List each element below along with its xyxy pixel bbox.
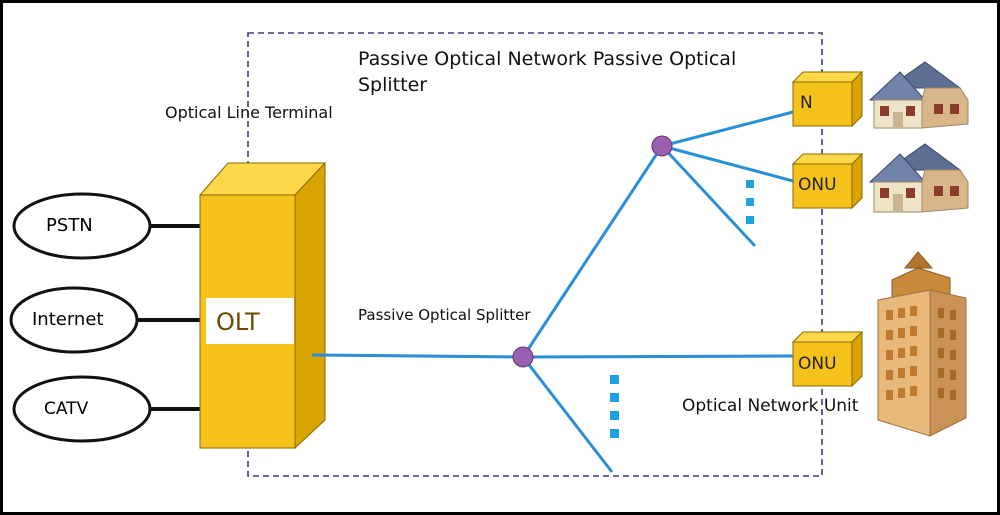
olt-label: OLT (216, 308, 260, 336)
catv-oval (12, 375, 152, 443)
onu-box-3 (791, 330, 864, 388)
service-internet-label: Internet (32, 309, 104, 330)
diagram-title: Passive Optical Network Passive Optical … (358, 48, 737, 96)
onu-box-2 (791, 152, 864, 210)
onu-box-2-label: ONU (798, 175, 837, 195)
fiber-upper-branch (660, 144, 757, 248)
fiber-to-onu-2 (661, 144, 794, 183)
fiber-lower-branch (521, 356, 614, 473)
upper-ellipsis-dots (746, 180, 754, 224)
house-icon-1 (868, 61, 969, 129)
service-pstn-label: PSTN (46, 215, 93, 236)
onu-box-3-label: ONU (798, 354, 837, 374)
lower-splitter (512, 346, 534, 368)
fiber-to-onu-1 (661, 110, 794, 148)
fiber-to-onu-building (522, 354, 794, 359)
olt-caption: Optical Line Terminal (165, 103, 333, 122)
onu-box-1-label: N (800, 93, 813, 113)
upper-splitter (651, 135, 673, 157)
internet-oval (9, 286, 139, 354)
trunk-fiber (311, 353, 524, 359)
olt-box (198, 161, 327, 450)
lower-ellipsis-dots (610, 375, 619, 438)
onu-box-1 (791, 70, 864, 128)
office-building-icon (877, 251, 967, 437)
service-catv-label: CATV (44, 399, 89, 419)
splitter-caption: Passive Optical Splitter (358, 306, 531, 324)
pstn-oval (12, 192, 152, 260)
onu-caption: Optical Network Unit (682, 396, 859, 416)
fiber-to-upper-splitter (521, 145, 664, 358)
house-icon-2 (868, 143, 969, 213)
